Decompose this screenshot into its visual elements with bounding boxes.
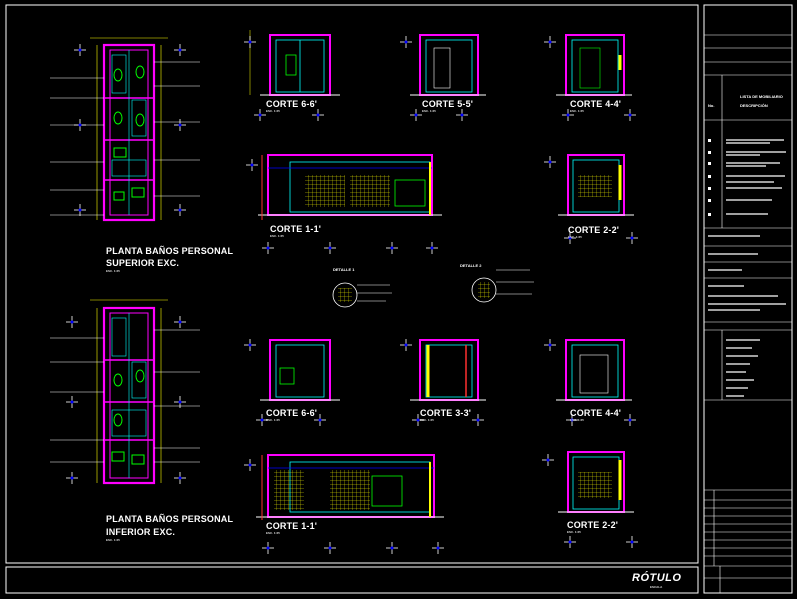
detail-1-title: DETALLE 1 <box>333 267 355 272</box>
section-11-top <box>245 154 442 255</box>
section-11-bottom <box>243 454 445 555</box>
section-44-bottom-title: CORTE 4-4' <box>570 408 622 418</box>
plan-bottom-title-1: PLANTA BAÑOS PERSONAL <box>106 514 234 524</box>
legend-col-desc: DESCRIPCIÓN <box>740 103 768 108</box>
section-33-bottom-title: CORTE 3-3' <box>420 408 472 418</box>
plan-top-title-1: PLANTA BAÑOS PERSONAL <box>106 246 234 256</box>
section-55-top <box>399 34 486 122</box>
section-44-top-title: CORTE 4-4' <box>570 99 622 109</box>
plan-bottom-title-2: INFERIOR EXC. <box>106 527 176 537</box>
section-44-top <box>543 34 637 122</box>
section-22-bottom <box>541 451 639 549</box>
detail-2-drawing <box>471 269 534 303</box>
section-66-top <box>243 30 340 122</box>
section-11-bottom-scale: ESC. 1:25 <box>266 531 280 535</box>
section-22-top <box>543 154 639 245</box>
section-44-top-scale: ESC. 1:25 <box>570 109 584 113</box>
section-66-top-title: CORTE 6-6' <box>266 99 318 109</box>
legend-col-no: No. <box>708 103 715 108</box>
section-33-bottom <box>399 338 486 427</box>
section-22-bottom-title: CORTE 2-2' <box>567 520 619 530</box>
section-22-bottom-scale: ESC. 1:25 <box>567 530 581 534</box>
section-11-top-title: CORTE 1-1' <box>270 224 322 234</box>
section-66-top-scale: ESC. 1:25 <box>266 109 280 113</box>
section-22-top-title: CORTE 2-2' <box>568 225 620 235</box>
title-block <box>704 34 792 593</box>
section-11-bottom-title: CORTE 1-1' <box>266 521 318 531</box>
plan-top-title-2: SUPERIOR EXC. <box>106 258 180 268</box>
section-66-bottom-scale: ESC. 1:25 <box>266 418 280 422</box>
legend-title: LISTA DE MOBILIARIO <box>740 94 783 99</box>
section-11-top-scale: ESC. 1:25 <box>270 234 284 238</box>
sheet-border <box>5 4 793 594</box>
detail-1-drawing <box>332 282 392 308</box>
section-66-bottom <box>243 338 340 427</box>
plan-bottom-scale: ESC. 1:25 <box>106 538 120 542</box>
section-44-bottom <box>543 338 637 427</box>
section-44-bottom-scale: ESC. 1:25 <box>570 418 584 422</box>
section-55-top-title: CORTE 5-5' <box>422 99 474 109</box>
section-66-bottom-title: CORTE 6-6' <box>266 408 318 418</box>
section-33-bottom-scale: ESC. 1:25 <box>420 418 434 422</box>
plan-top-scale: ESC. 1:25 <box>106 269 120 273</box>
legend-number-dots <box>708 139 711 216</box>
section-55-top-scale: ESC. 1:25 <box>422 109 436 113</box>
plan-bottom <box>50 299 200 485</box>
legend-text-lines <box>708 139 786 397</box>
rotulo-title: RÓTULO <box>632 572 682 584</box>
rotulo-sub: ESCALA <box>650 585 663 589</box>
detail-2-title: DETALLE 2 <box>460 263 482 268</box>
section-22-top-scale: ESC. 1:25 <box>568 235 582 239</box>
plan-top <box>50 37 200 222</box>
